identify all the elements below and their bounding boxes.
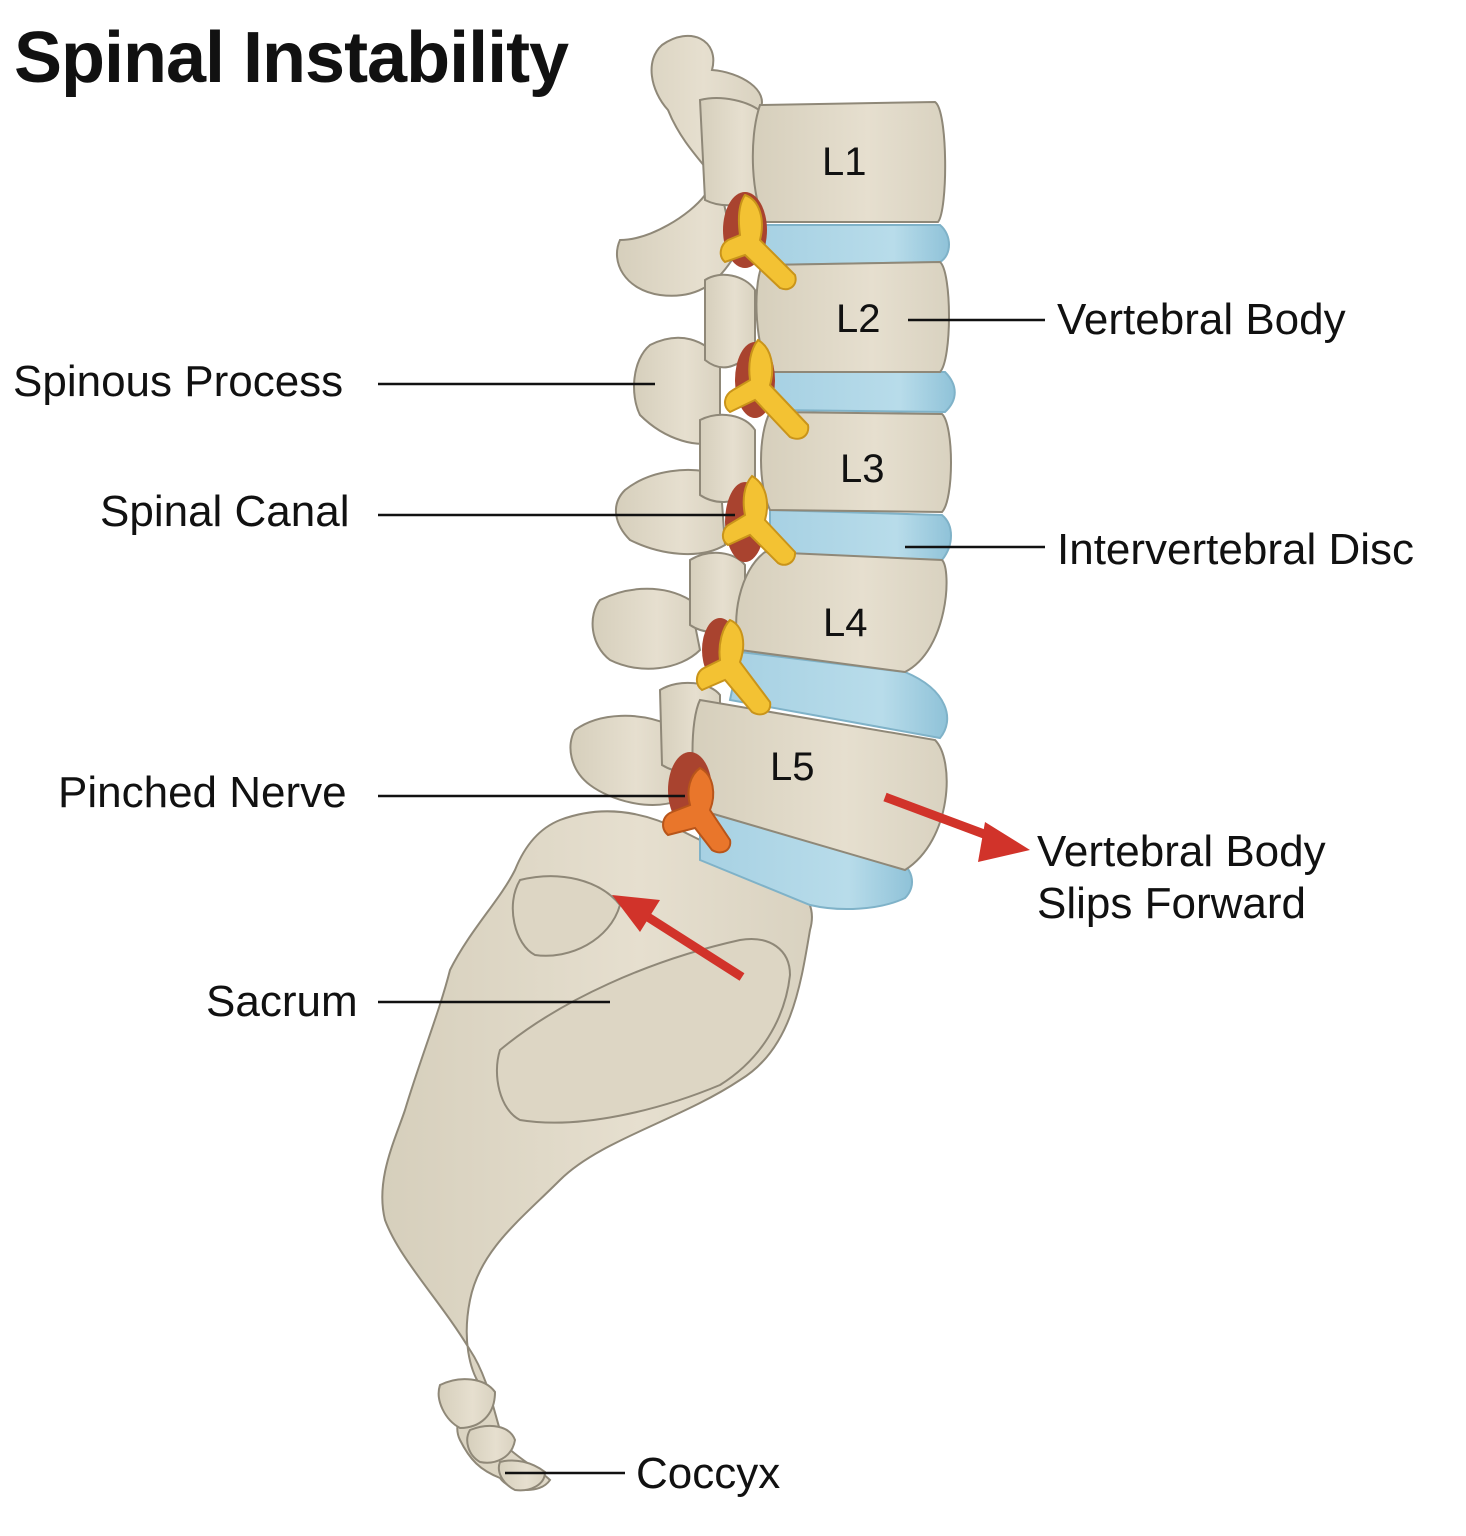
sacrum-arrow <box>637 908 745 981</box>
vertebra-l5-shape <box>691 698 948 872</box>
vertebra-l2-shape <box>755 260 950 373</box>
posterior-elements <box>569 34 772 806</box>
label-pinched-nerve: Pinched Nerve <box>58 768 347 817</box>
vertebra-l1-shape <box>751 100 947 223</box>
vertebra-label-l3: L3 <box>840 447 885 491</box>
label-slip-line1: Vertebral Body <box>1037 827 1326 876</box>
leader-lines <box>378 318 1045 1475</box>
vertebra-l3-shape <box>760 410 952 514</box>
sacrum-shape <box>381 810 813 1492</box>
label-spinous-process: Spinous Process <box>13 357 344 406</box>
vertebra-label-l1: L1 <box>822 140 867 184</box>
vertebra-label-l4: L4 <box>823 601 868 645</box>
label-slip-forward: Vertebral Body Slips Forward <box>1037 826 1326 930</box>
vertebral-bodies <box>691 100 952 872</box>
label-coccyx: Coccyx <box>636 1449 781 1498</box>
pinched-nerve-shape <box>662 766 732 854</box>
label-sacrum: Sacrum <box>206 977 358 1026</box>
label-vertebral-body: Vertebral Body <box>1057 295 1346 344</box>
vertebra-label-l5: L5 <box>770 745 815 789</box>
label-spinal-canal: Spinal Canal <box>100 487 350 536</box>
forward-slip-arrow <box>883 792 1002 845</box>
nerve-roots <box>696 193 810 716</box>
label-intervertebral-disc: Intervertebral Disc <box>1057 525 1415 574</box>
label-slip-line2: Slips Forward <box>1037 879 1306 928</box>
slip-arrows <box>612 792 1030 981</box>
vertebra-l4-shape <box>735 550 948 674</box>
vertebra-label-l2: L2 <box>836 297 881 341</box>
page-title: Spinal Instability <box>14 18 569 98</box>
